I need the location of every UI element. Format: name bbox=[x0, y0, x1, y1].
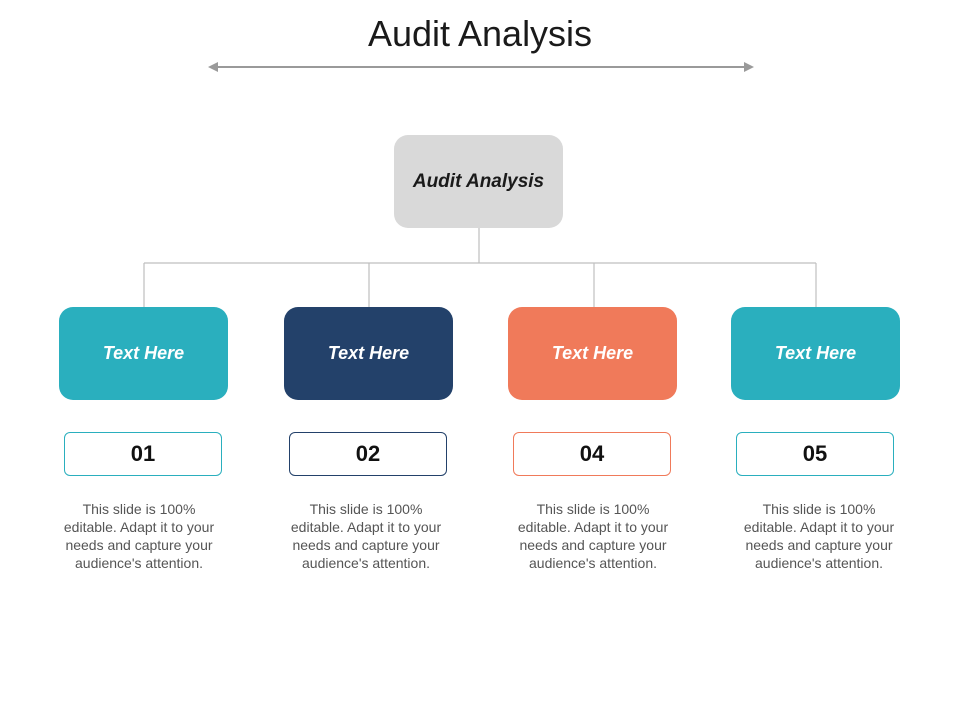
child-node-label: Text Here bbox=[327, 343, 410, 363]
root-node-label: Audit Analysis bbox=[412, 170, 545, 192]
child-node-2: Text Here bbox=[284, 307, 453, 400]
number-box-2: 02 bbox=[289, 432, 447, 476]
root-node: Audit Analysis bbox=[394, 135, 563, 228]
child-node-label: Text Here bbox=[774, 343, 857, 363]
child-node-1: Text Here bbox=[59, 307, 228, 400]
description-text-1: This slide is 100% editable. Adapt it to… bbox=[63, 501, 215, 571]
child-node-label: Text Here bbox=[102, 343, 185, 363]
number-label: 04 bbox=[579, 441, 605, 466]
page-title: Audit Analysis bbox=[367, 13, 593, 54]
double-arrow-icon bbox=[208, 62, 754, 72]
number-box-3: 04 bbox=[513, 432, 671, 476]
number-box-4: 05 bbox=[736, 432, 894, 476]
number-label: 01 bbox=[130, 441, 156, 466]
description-text-4: This slide is 100% editable. Adapt it to… bbox=[743, 501, 895, 571]
description-text-3: This slide is 100% editable. Adapt it to… bbox=[517, 501, 669, 571]
child-node-3: Text Here bbox=[508, 307, 677, 400]
child-node-label: Text Here bbox=[551, 343, 634, 363]
number-label: 02 bbox=[355, 441, 381, 466]
description-text-2: This slide is 100% editable. Adapt it to… bbox=[290, 501, 442, 571]
number-box-1: 01 bbox=[64, 432, 222, 476]
child-node-4: Text Here bbox=[731, 307, 900, 400]
number-label: 05 bbox=[802, 441, 828, 466]
